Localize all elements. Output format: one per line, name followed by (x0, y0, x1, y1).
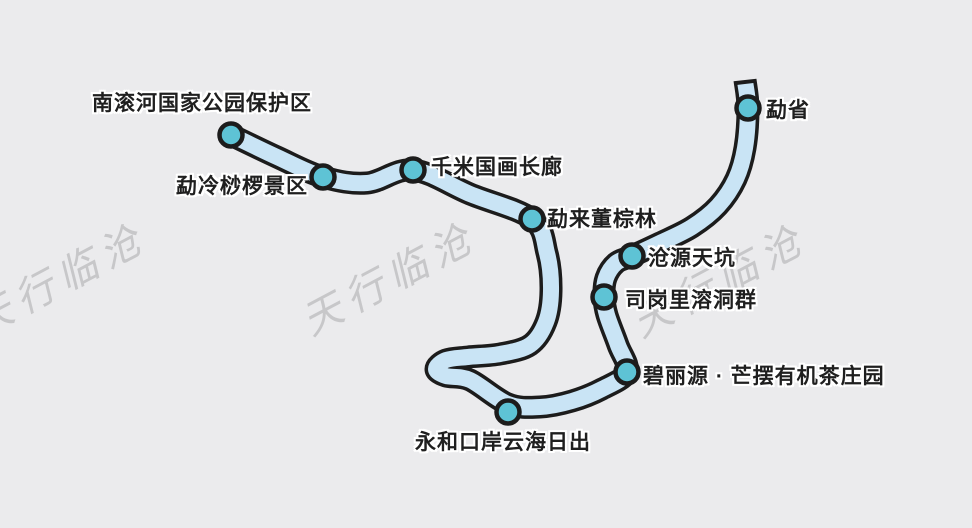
stop-marker-sigangli-rongdong (590, 283, 618, 311)
stop-label-nangunhe: 南滚河国家公园保护区 (92, 92, 312, 115)
stop-marker-biliyuan-mangbai (613, 358, 641, 386)
stop-marker-menglai-dongzong (518, 205, 546, 233)
stop-label-biliyuan-mangbai: 碧丽源 · 芒摆有机茶庄园 (643, 365, 885, 388)
stop-label-menglai-dongzong: 勐来董棕林 (547, 208, 657, 231)
stop-label-mengleng-suoluo: 勐冷桫椤景区 (176, 175, 308, 198)
stop-marker-nangunhe (217, 121, 245, 149)
stop-marker-qianmi-guohua (399, 156, 427, 184)
stop-marker-yonghe-kouan (494, 398, 522, 426)
stop-label-mengsheng: 勐省 (766, 99, 810, 122)
stop-label-yonghe-kouan: 永和口岸云海日出 (415, 431, 591, 454)
stop-label-cangyuan-tiankeng: 沧源天坑 (648, 247, 736, 270)
stop-label-qianmi-guohua: 千米国画长廊 (431, 156, 563, 179)
stop-marker-mengsheng (734, 94, 762, 122)
stop-marker-cangyuan-tiankeng (618, 242, 646, 270)
stop-marker-mengleng-suoluo (309, 163, 337, 191)
stop-label-sigangli-rongdong: 司岗里溶洞群 (625, 289, 757, 312)
